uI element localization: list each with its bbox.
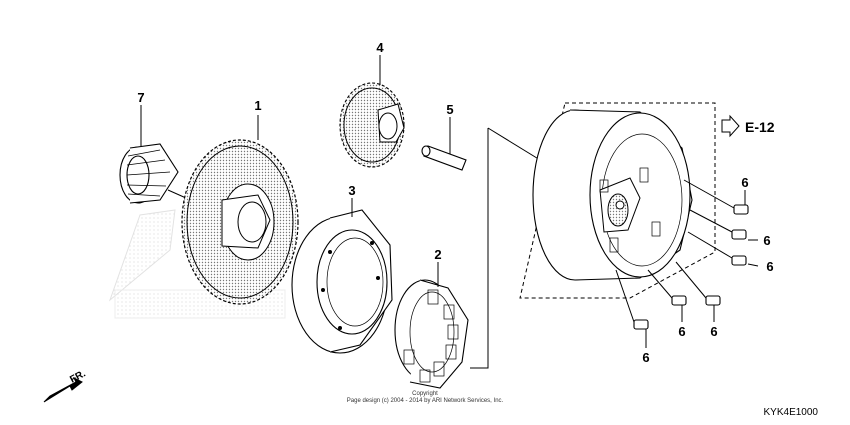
callout-7[interactable]: 7 [137, 90, 144, 105]
diagram-code: KYK4E1000 [764, 407, 819, 418]
starter-idle-gear-part[interactable] [339, 82, 405, 168]
reference-arrow[interactable]: E-12 [721, 114, 775, 138]
flywheel-part[interactable] [532, 109, 693, 281]
callout-6[interactable]: 6 [763, 233, 770, 248]
callout-6[interactable]: 6 [741, 175, 748, 190]
reference-label[interactable]: E-12 [745, 119, 775, 135]
callout-6[interactable]: 6 [710, 324, 717, 339]
one-way-clutch-part[interactable] [394, 279, 469, 389]
flywheel-boundary [519, 102, 716, 299]
front-direction-indicator: FR. [43, 368, 88, 403]
needle-bearing-part[interactable] [119, 143, 179, 204]
callout-5[interactable]: 5 [446, 102, 453, 117]
direction-arrow-icon [43, 376, 83, 403]
callout-6[interactable]: 6 [678, 324, 685, 339]
bolt-leader-lines [615, 179, 759, 348]
outline-arrow-icon [721, 114, 740, 138]
direction-label: FR. [68, 368, 88, 385]
leader-line-7b [167, 189, 187, 199]
callout-3[interactable]: 3 [348, 183, 355, 198]
callout-4[interactable]: 4 [376, 40, 384, 55]
copyright-line-2: Page design (c) 2004 - 2014 by ARI Netwo… [347, 398, 504, 404]
idle-gear-shaft-part[interactable] [421, 145, 467, 171]
clutch-outer-part[interactable] [291, 209, 393, 354]
callout-6[interactable]: 6 [642, 350, 649, 365]
assembly-line-top [487, 127, 546, 164]
callout-1[interactable]: 1 [254, 98, 261, 113]
assembly-line-side [470, 128, 489, 369]
copyright-line-1: Copyright [412, 391, 438, 397]
bolt-part[interactable] [633, 204, 749, 330]
starter-driven-gear-part[interactable] [181, 139, 299, 305]
callout-2[interactable]: 2 [434, 247, 441, 262]
callout-6[interactable]: 6 [766, 259, 773, 274]
